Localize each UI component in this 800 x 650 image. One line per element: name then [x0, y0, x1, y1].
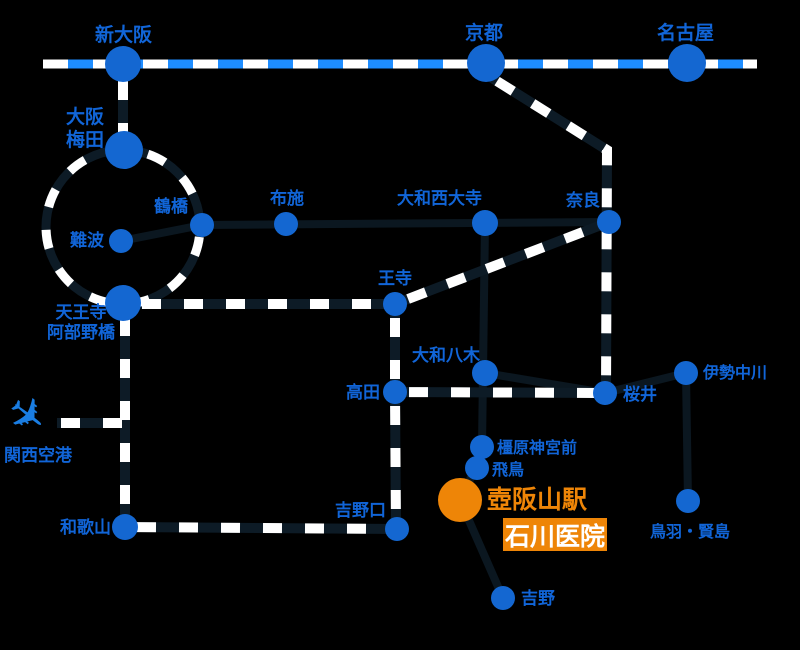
station-label-kyoto: 京都: [465, 23, 504, 44]
station-label-shin-osaka: 新大阪: [95, 25, 153, 46]
station-label-sakurai: 桜井: [623, 385, 657, 404]
station-label-ise-nakagawa: 伊勢中川: [703, 365, 768, 382]
station-dot-yoshino: [491, 586, 515, 610]
station-label-kansai-airport: 関西空港: [4, 446, 72, 465]
station-dot-fuse: [274, 212, 298, 236]
station-dot-yoshinoguchi: [385, 517, 409, 541]
station-dot-oji: [383, 292, 407, 316]
clinic-badge-label: 石川医院: [504, 522, 605, 551]
station-label-namba: 難波: [70, 231, 104, 250]
station-dot-tennoji: [105, 285, 141, 321]
line-saidaiji-kashihara: [478, 222, 489, 448]
station-label-nagoya: 名古屋: [657, 23, 715, 44]
station-label-yoshinoguchi: 吉野口: [335, 501, 386, 520]
station-label-nara: 奈良: [566, 191, 600, 210]
station-label-osaka-umeda: 大阪 梅田: [66, 107, 105, 151]
station-label-takada: 高田: [346, 383, 380, 402]
station-label-tsubosakayama: 壺阪山駅: [487, 486, 588, 514]
station-dot-takada: [383, 380, 407, 404]
station-dot-kashiharajingu-mae: [470, 435, 494, 459]
clinic-badge: 石川医院: [503, 518, 607, 551]
station-dots: [105, 44, 706, 610]
station-label-tsuruhashi: 鶴橋: [154, 197, 188, 216]
station-dot-yamato-yagi: [472, 360, 498, 386]
station-dot-asuka: [465, 456, 489, 480]
line-namba-tsuruhashi: [120, 221, 203, 245]
line-nakagawa-toba: [682, 372, 692, 502]
station-dot-tsubosakayama-highlight: [438, 478, 482, 522]
station-dot-shin-osaka: [105, 46, 141, 82]
station-label-wakayama: 和歌山: [60, 518, 111, 537]
station-dot-wakayama: [112, 514, 138, 540]
station-label-fuse: 布施: [270, 189, 304, 208]
station-label-asuka: 飛鳥: [492, 462, 525, 479]
station-label-yamato-saidaiji: 大和西大寺: [397, 189, 482, 208]
station-dot-tsuruhashi: [190, 213, 214, 237]
station-dot-namba: [109, 229, 133, 253]
station-label-kashiharajingu-mae: 橿原神宮前: [497, 440, 578, 457]
station-dot-nara: [597, 210, 621, 234]
station-label-yoshino: 吉野: [521, 589, 555, 608]
station-dot-sakurai: [593, 381, 617, 405]
station-label-toba-kashikojima: 鳥羽・賢島: [650, 524, 731, 541]
station-dot-nagoya: [668, 44, 706, 82]
station-label-tennoji-abenobashi: 天王寺 阿部野橋: [47, 303, 115, 342]
line-tsuruhashi-nara: [201, 218, 610, 229]
station-dot-osaka-umeda: [105, 131, 143, 169]
station-dot-yamato-saidaiji: [472, 210, 498, 236]
station-label-oji: 王寺: [378, 269, 412, 288]
station-label-yamato-yagi: 大和八木: [412, 346, 480, 365]
station-dot-toba-kashikojima: [676, 489, 700, 513]
station-dot-ise-nakagawa: [674, 361, 698, 385]
station-dot-kyoto: [467, 44, 505, 82]
